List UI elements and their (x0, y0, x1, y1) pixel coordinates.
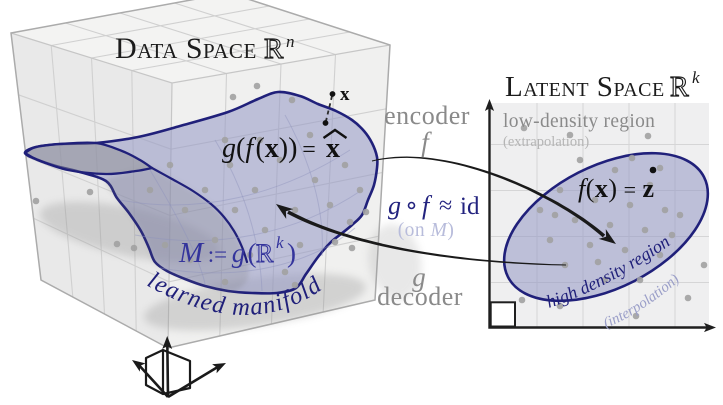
svg-text:low-density region: low-density region (503, 111, 655, 132)
svg-text:(on M): (on M) (398, 220, 455, 241)
svg-text:encoder: encoder (384, 101, 470, 130)
svg-text:f: f (422, 191, 433, 220)
svg-text:f(x) = z: f(x) = z (578, 174, 655, 203)
svg-text:g: g (412, 262, 426, 292)
svg-text:DATA SPACE: DATA SPACE (115, 32, 257, 65)
svg-text:R: R (670, 72, 689, 103)
svg-text:x: x (340, 84, 350, 105)
svg-text:(extrapolation): (extrapolation) (503, 134, 589, 150)
svg-text:id: id (460, 193, 480, 220)
svg-text:k: k (276, 233, 284, 252)
svg-text:f: f (421, 127, 432, 157)
svg-text:g: g (388, 191, 401, 220)
svg-text:LATENT SPACE: LATENT SPACE (505, 71, 665, 103)
svg-text:x: x (326, 133, 340, 164)
svg-text:≈: ≈ (439, 193, 452, 219)
svg-text:n: n (286, 32, 295, 51)
svg-text:R: R (256, 239, 274, 268)
svg-text:k: k (692, 68, 700, 87)
svg-text:R: R (264, 33, 284, 65)
svg-text:M := g (: M := g ( (178, 237, 257, 269)
svg-text:decoder: decoder (377, 282, 463, 311)
svg-text:): ) (287, 238, 296, 268)
svg-text:g(f (x)) =: g(f (x)) = (222, 133, 316, 164)
